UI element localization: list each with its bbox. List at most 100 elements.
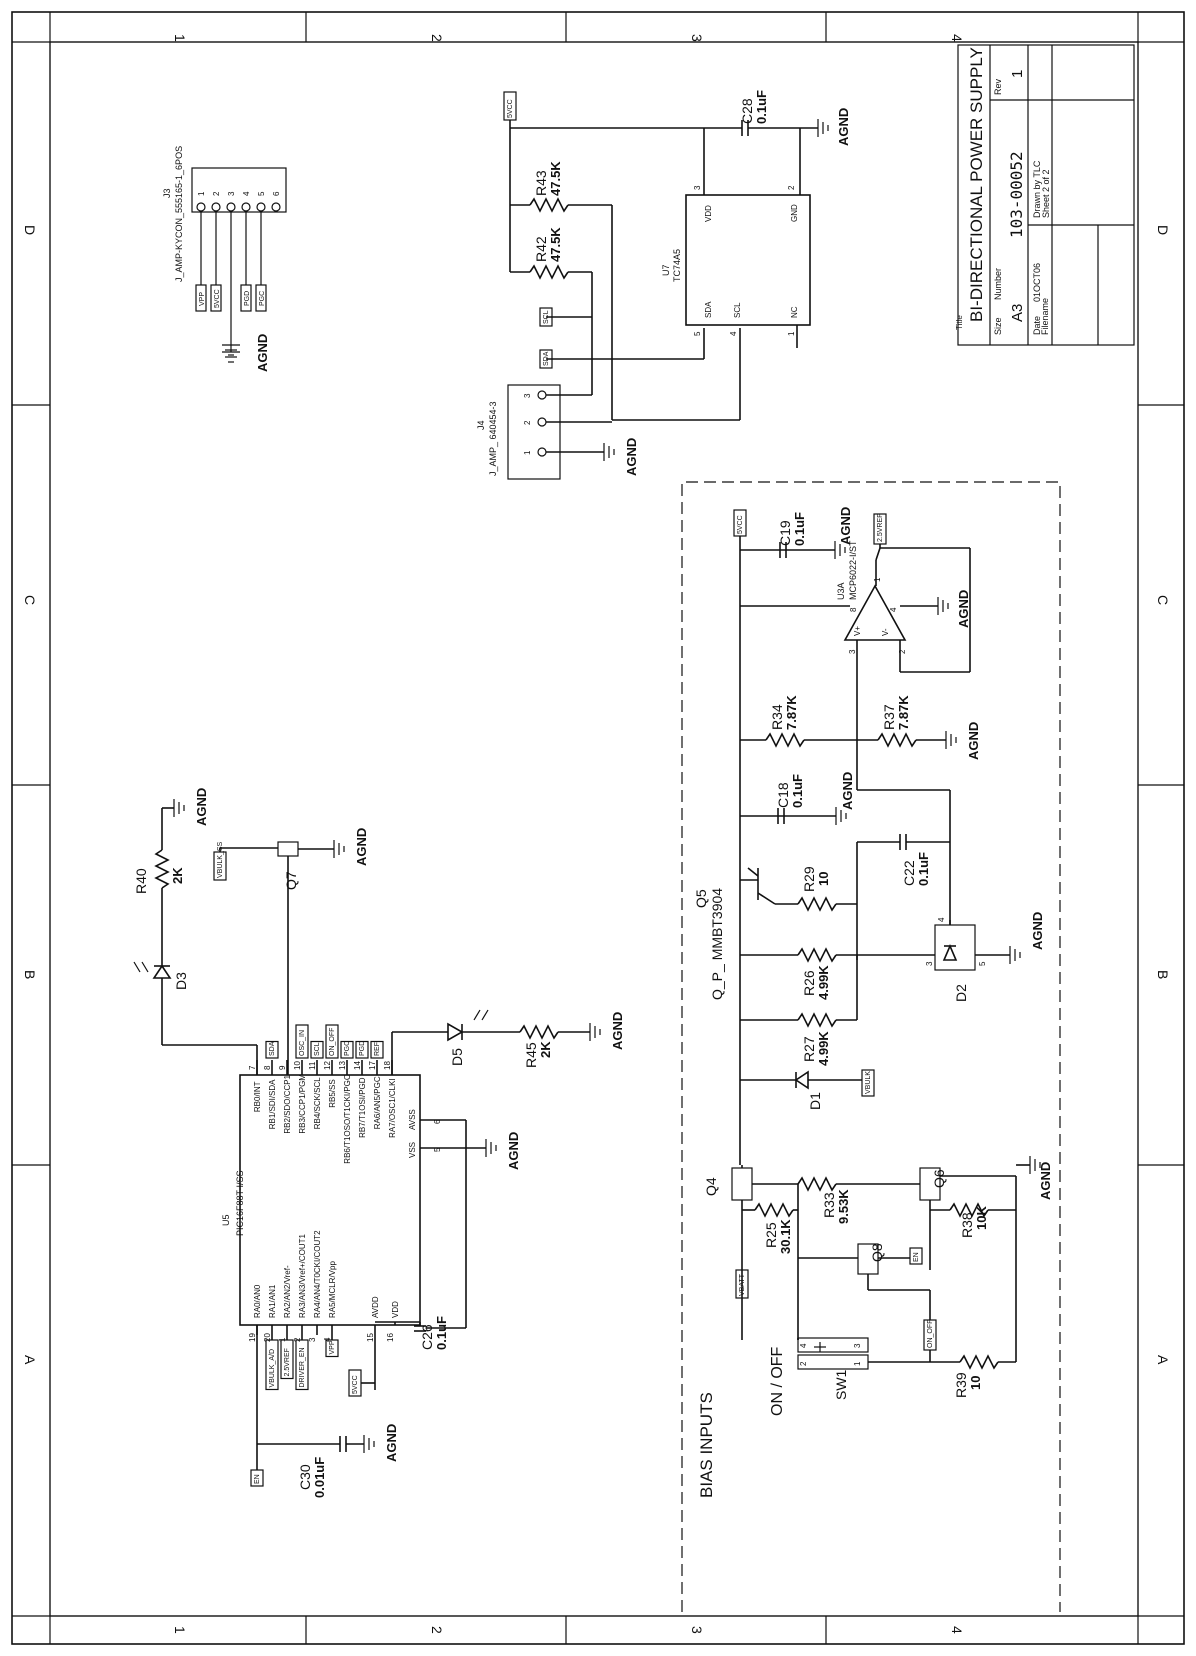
r27-value: 4.99K	[816, 1031, 831, 1066]
on-off-label: ON / OFF	[769, 1346, 786, 1416]
r45-value: 2K	[538, 1041, 553, 1058]
mcu-block: AGND R40 2K D3 VBULK_SS AGND Q7 U5 PIC16…	[133, 788, 625, 1498]
title-label: Title	[955, 315, 964, 330]
d2-agnd: AGND	[1030, 912, 1045, 950]
u5-left-pin-number: 20	[263, 1333, 272, 1342]
c28-agnd: AGND	[836, 108, 851, 146]
r29-value: 10	[816, 872, 831, 886]
zone-number-bottom-2: 2	[429, 1626, 445, 1634]
u5-left-pin-label: RA0/AN0	[253, 1284, 262, 1318]
zone-number-top-2: 2	[429, 34, 445, 42]
u7-pin-num-1: 1	[787, 331, 796, 336]
u5-top-pin-label: RA7/OSC1/CLKI	[388, 1078, 397, 1138]
u3a-pin-1: 1	[873, 577, 882, 582]
zone-letter-right-b: B	[1155, 970, 1171, 979]
sheet-frame	[11, 11, 1185, 1645]
u5-left-pin-number: 16	[386, 1333, 395, 1342]
title-text: BI-DIRECTIONAL POWER SUPPLY	[967, 47, 986, 322]
r27-ref: R27	[801, 1036, 817, 1062]
u3a-pin-2: 2	[898, 649, 907, 654]
u5-left-pin-label: RA5/MCLR/Vpp	[328, 1261, 337, 1318]
u5-left-pin-number: 19	[248, 1333, 257, 1342]
u3a-pin-8: 8	[849, 607, 858, 612]
number-value: 103-00052	[1007, 151, 1026, 238]
r40-value: 2K	[170, 867, 185, 884]
u7-pin-gnd: GND	[790, 204, 799, 222]
u7-pin-vdd: VDD	[704, 205, 713, 222]
u5-left-pins: RA0/AN019RA1/AN120RA2/AN2/Vref-1RA3/AN3/…	[248, 1230, 400, 1342]
u7-pin-scl: SCL	[733, 302, 742, 318]
u3a-plus: V+	[853, 626, 862, 636]
d2-pin-4: 4	[937, 917, 946, 922]
u7-pin-num-2: 2	[787, 185, 796, 190]
u5-left-pin-label: RA4/AN4/T0CKI/COUT2	[313, 1230, 322, 1318]
j4-pin-2: 2	[523, 420, 532, 425]
c30-agnd: AGND	[384, 1424, 399, 1462]
r39-ref: R39	[953, 1372, 969, 1398]
u5-left-pin-label: RA1/AN1	[268, 1284, 277, 1318]
u5-top-pin-number: 17	[368, 1061, 377, 1070]
u5-right-pin-number: 6	[433, 1119, 442, 1124]
r42-value: 47.5K	[548, 227, 563, 262]
u5-left-pin-label: VDD	[391, 1301, 400, 1318]
r26-value: 4.99K	[816, 965, 831, 1000]
r38-ref: R38	[959, 1212, 975, 1238]
sw1-pin-2: 2	[799, 1361, 808, 1366]
u7-pin-sda: SDA	[704, 301, 713, 318]
u5-top-pin-label: RB2/SDO/CCP1	[283, 1074, 292, 1133]
u5-top-pin-label: RB6/T1OSO/T1CKI/PGC	[343, 1074, 352, 1164]
u5-left-pin-label: RA3/AN3/Vref+/COUT1	[298, 1233, 307, 1318]
c26-value: 0.1uF	[434, 1316, 449, 1350]
c22-ref: C22	[901, 860, 917, 886]
u5-left-pin-label: AVDD	[371, 1296, 380, 1318]
r42-ref: R42	[533, 236, 549, 262]
u5-vcc-net: 5VCC	[352, 1375, 359, 1394]
zone-letter-left-d: D	[22, 225, 38, 235]
r37-ref: R37	[881, 704, 897, 730]
zone-letter-right-c: C	[1155, 595, 1171, 605]
bias-inputs-block: 5VCC AGND C19 0.1uF 2.5VREF AGND V+ V- 3…	[693, 507, 1053, 1400]
j3-net-5vcc: 5VCC	[214, 289, 221, 308]
u3a-net-ref: 2.5VREF	[877, 514, 884, 542]
r45-agnd: AGND	[610, 1012, 625, 1050]
u5-left-net-label: 2.5VREF	[284, 1348, 291, 1376]
sw1-pin-3: 3	[853, 1343, 862, 1348]
r38-value: 10K	[974, 1206, 989, 1230]
u5-top-net-label: PGD	[359, 1041, 366, 1056]
r29-ref: R29	[801, 866, 817, 892]
u7-ref: U7	[661, 264, 671, 276]
d2-pin-3: 3	[925, 961, 934, 966]
zone-number-top-1: 1	[172, 34, 188, 42]
u5-top-pin-number: 18	[383, 1061, 392, 1070]
zone-number-top-3: 3	[689, 34, 705, 42]
q7-agnd: AGND	[354, 828, 369, 866]
u5-top-pins: RB0/INT7RB1/SDI/SDA8RB2/SDO/CCP19RB3/CCP…	[248, 1060, 397, 1164]
u5-ref: U5	[221, 1214, 231, 1226]
u5-top-pin-number: 13	[338, 1061, 347, 1070]
zone-letter-right-a: A	[1155, 1355, 1171, 1365]
c28-ref: C28	[739, 98, 755, 124]
vcc-top-net: 5VCC	[507, 99, 514, 118]
u5-top-pin-label: RB3/CCP1/PGM	[298, 1074, 307, 1134]
r43-ref: R43	[533, 170, 549, 196]
j4-pin-1: 1	[523, 450, 532, 455]
u5-left-pin-number: 3	[308, 1337, 317, 1342]
u5-left-net-label: VPP	[329, 1340, 336, 1354]
u5-top-pin-label: RB5/SS	[328, 1079, 337, 1107]
d1-net: VBULK	[865, 1071, 872, 1094]
u5-top-pin-number: 14	[353, 1061, 362, 1070]
j3-net-pgc: PGC	[259, 291, 266, 306]
u3a-pin-4: 4	[889, 607, 898, 612]
c30-value: 0.01uF	[312, 1457, 327, 1498]
c18-value: 0.1uF	[790, 774, 805, 808]
rev-value: 1	[1009, 70, 1026, 78]
r39-value: 10	[968, 1376, 983, 1390]
u5-en-net: EN	[254, 1474, 261, 1484]
sheet-number: Sheet 2 of 2	[1041, 169, 1051, 218]
j4-pin-3: 3	[523, 393, 532, 398]
d3-ref: D3	[173, 972, 189, 990]
u5-part: PIC16F88T-I/SS	[235, 1170, 245, 1236]
